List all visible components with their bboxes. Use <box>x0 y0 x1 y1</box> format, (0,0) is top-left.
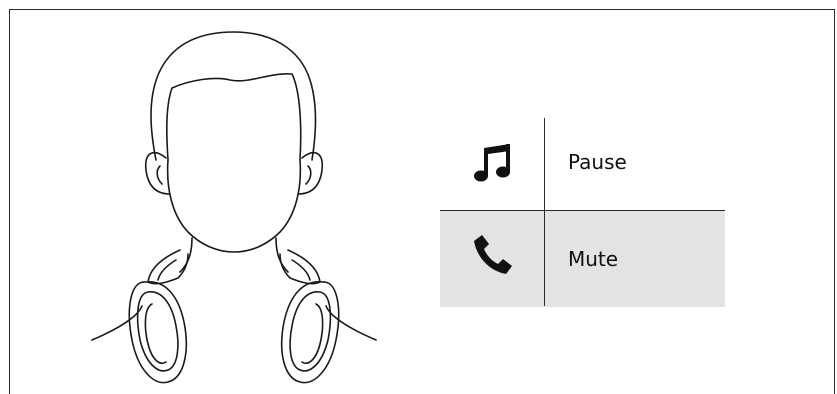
head-outline <box>150 31 317 161</box>
neck-right <box>275 237 289 273</box>
frame-left-border <box>9 9 10 394</box>
right-earcup-inner <box>301 303 324 364</box>
shoulder-left <box>91 305 143 341</box>
headband-right-inner <box>291 259 311 281</box>
right-ear-inner <box>305 165 312 185</box>
right-earcup-outer <box>280 281 340 384</box>
music-note-icon <box>474 144 510 182</box>
headband-left <box>147 249 189 285</box>
head-with-headphones-illustration <box>91 31 377 384</box>
mute-label: Mute <box>568 247 619 271</box>
headband-right <box>279 249 321 285</box>
table-divider <box>544 118 545 306</box>
left-earcup-mid <box>136 291 179 372</box>
face-outline <box>166 159 302 253</box>
shoulder-right <box>325 305 377 341</box>
right-earcup-mid <box>289 291 332 372</box>
control-row-mute: Mute <box>440 210 725 307</box>
phone-handset-icon <box>474 235 512 274</box>
neck-left <box>179 237 193 273</box>
hairline <box>166 73 302 161</box>
pause-label: Pause <box>568 150 627 174</box>
left-earcup-outer <box>128 281 188 384</box>
left-ear-inner <box>156 165 163 185</box>
headband-left-inner <box>157 259 177 281</box>
frame-top-border <box>9 9 835 10</box>
frame-right-border <box>834 9 835 394</box>
left-ear <box>144 151 171 195</box>
right-ear <box>297 151 324 195</box>
controls-table: Pause Mute <box>440 118 725 307</box>
left-earcup-inner <box>144 303 167 364</box>
control-row-pause: Pause <box>440 118 725 210</box>
